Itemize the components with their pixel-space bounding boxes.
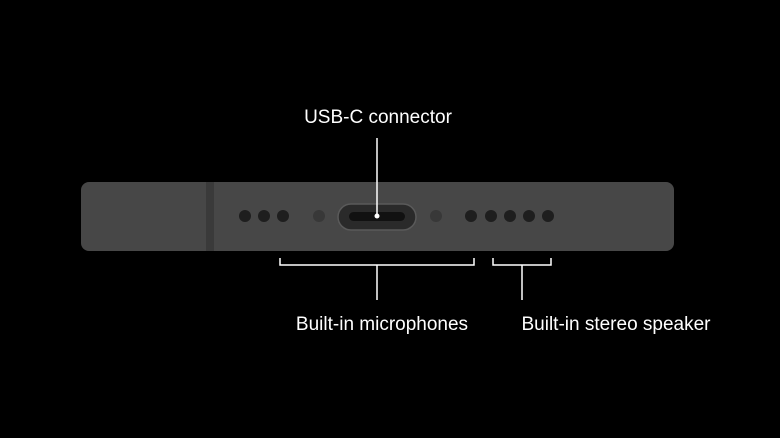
microphone-holes-left <box>239 210 289 222</box>
microphones-bracket <box>279 258 475 300</box>
speaker-holes <box>465 210 554 222</box>
screw-left <box>313 210 325 222</box>
microphones-label: Built-in microphones <box>295 314 469 335</box>
speaker-bracket <box>492 258 552 300</box>
usb-c-leader-dot <box>374 213 380 219</box>
screw-right <box>430 210 442 222</box>
antenna-band <box>206 182 214 251</box>
usb-c-label: USB-C connector <box>304 107 452 128</box>
speaker-label: Built-in stereo speaker <box>521 314 711 335</box>
